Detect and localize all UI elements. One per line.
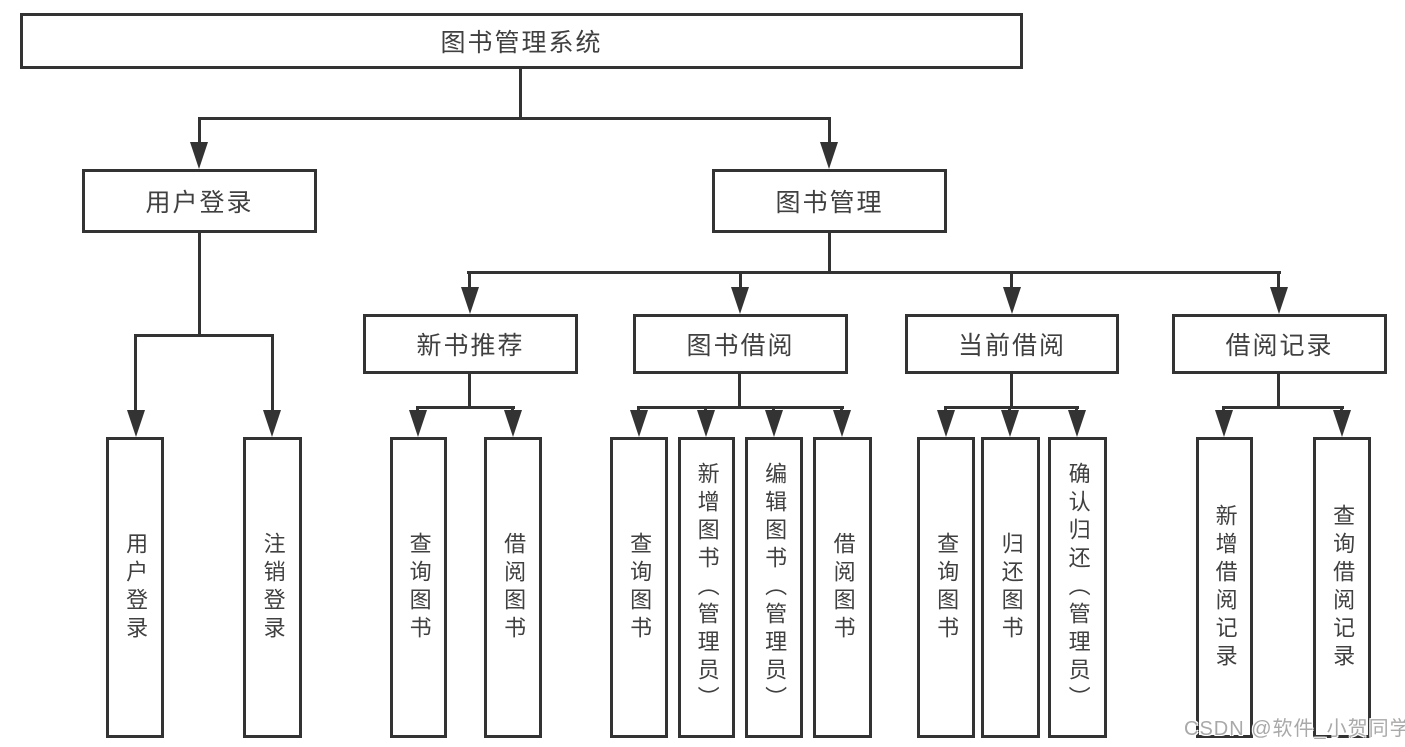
node-recommend-borrow-books: 借阅图书 (484, 437, 542, 738)
arrow-down (190, 142, 208, 169)
arrow-down (820, 142, 838, 169)
node-current-return-books: 归还图书 (981, 437, 1040, 738)
arrow-down (833, 410, 851, 437)
arrow-down (1215, 410, 1233, 437)
connector-rail-records (1222, 406, 1344, 409)
connector-drop (271, 334, 274, 412)
arrow-down (127, 410, 145, 437)
node-records-query-record: 查询借阅记录 (1313, 437, 1371, 738)
connector-rail-current (944, 406, 1079, 409)
node-user-login: 用户登录 (82, 169, 317, 233)
arrow-down (263, 410, 281, 437)
arrow-down (409, 410, 427, 437)
node-recommend-query-books: 查询图书 (390, 437, 447, 738)
connector-drop (198, 117, 201, 147)
arrow-down (731, 287, 749, 314)
connector-rail-book-management (467, 271, 1281, 274)
connector-stem-book-management (828, 233, 831, 274)
connector-stem-current (1010, 374, 1013, 408)
node-borrow-add-books-admin: 新增图书（管理员） (678, 437, 735, 738)
arrow-down (504, 410, 522, 437)
connector-drop (739, 271, 742, 291)
connector-drop (1010, 271, 1013, 291)
connector-stem-recommend (468, 374, 471, 408)
arrow-down (1333, 410, 1351, 437)
connector-rail-root (198, 117, 831, 120)
connector-stem-records (1277, 374, 1280, 408)
node-records-add-record: 新增借阅记录 (1196, 437, 1253, 738)
arrow-down (461, 287, 479, 314)
node-current-query-books: 查询图书 (917, 437, 975, 738)
node-borrow-records: 借阅记录 (1172, 314, 1387, 374)
node-borrow-query-books: 查询图书 (610, 437, 668, 738)
arrow-down (937, 410, 955, 437)
arrow-down (1003, 287, 1021, 314)
watermark: CSDN @软件_小贺同学 (1184, 718, 1405, 740)
connector-rail-user-login (134, 334, 274, 337)
node-current-borrow: 当前借阅 (905, 314, 1119, 374)
node-new-book-recommend: 新书推荐 (363, 314, 578, 374)
node-current-confirm-return-admin: 确认归还（管理员） (1048, 437, 1107, 738)
connector-stem-root (519, 69, 522, 119)
arrow-down (697, 410, 715, 437)
connector-rail-recommend (416, 406, 515, 409)
node-root-system: 图书管理系统 (20, 13, 1023, 69)
arrow-down (1270, 287, 1288, 314)
connector-drop (468, 271, 471, 291)
connector-rail-borrow (637, 406, 844, 409)
arrow-down (765, 410, 783, 437)
arrow-down (630, 410, 648, 437)
arrow-down (1068, 410, 1086, 437)
node-book-borrow: 图书借阅 (633, 314, 848, 374)
node-user-login-leaf: 用户登录 (106, 437, 164, 738)
connector-stem-borrow (738, 374, 741, 408)
connector-drop (828, 117, 831, 147)
node-borrow-edit-books-admin: 编辑图书（管理员） (745, 437, 803, 738)
connector-drop (1277, 271, 1280, 291)
connector-stem-user-login (198, 233, 201, 335)
node-borrow-borrow-books: 借阅图书 (813, 437, 872, 738)
node-logout: 注销登录 (243, 437, 302, 738)
connector-drop (134, 334, 137, 412)
arrow-down (1001, 410, 1019, 437)
node-book-management: 图书管理 (712, 169, 947, 233)
